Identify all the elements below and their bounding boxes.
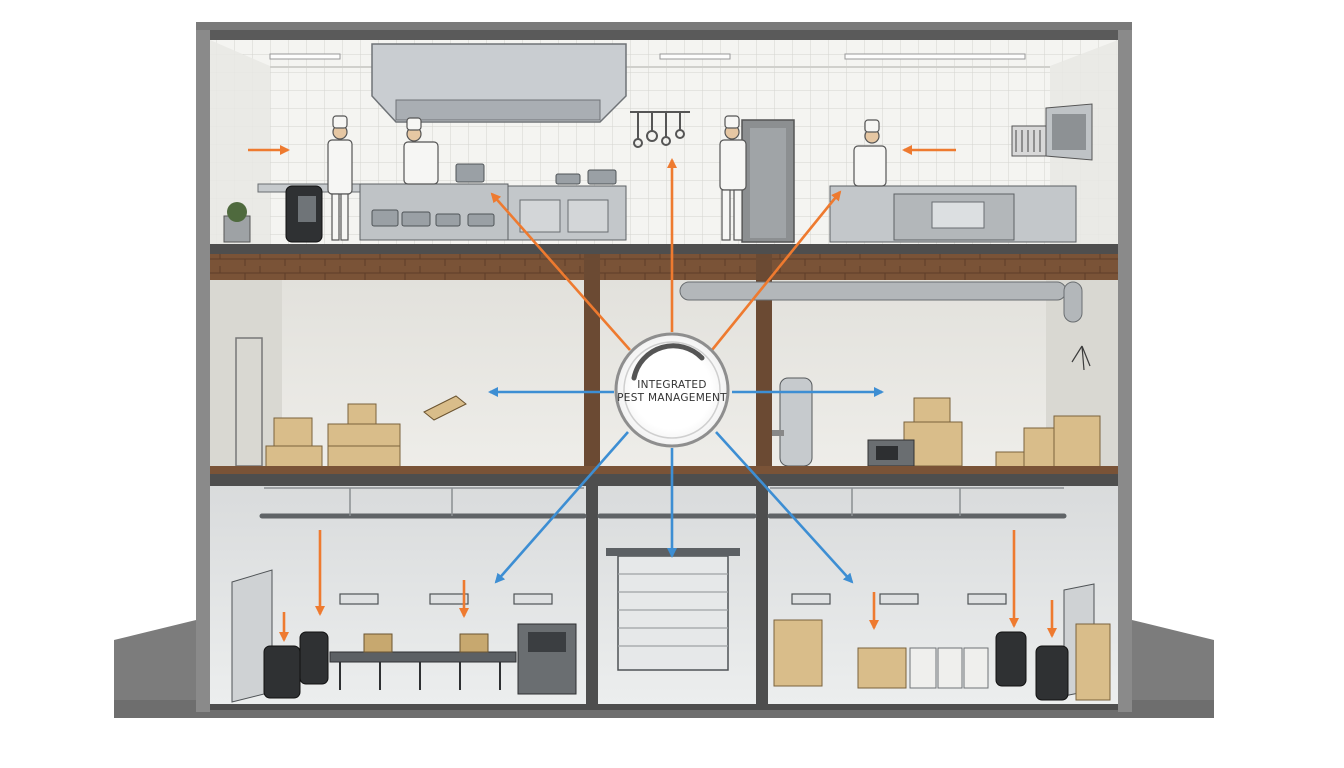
bait-station-icon (285, 185, 323, 243)
chef-icon (719, 115, 747, 241)
conveyor-icon (329, 633, 517, 690)
utensil-rack-icon (630, 111, 690, 148)
pallet-icon (909, 647, 989, 689)
roll-up-door-icon (606, 548, 740, 671)
pallet-icon (773, 619, 1111, 701)
chef-icon (403, 117, 439, 185)
hub-title-line2: PEST MANAGEMENT (617, 392, 727, 404)
ipm-hub-badge: INTEGRATED PEST MANAGEMENT (614, 332, 730, 448)
base-slab (210, 704, 1118, 710)
water-heater-icon (772, 377, 813, 467)
box-icon (265, 403, 401, 469)
monitor-device-icon (867, 439, 915, 467)
range-hood-icon (371, 43, 627, 123)
blue-arrow-warehouse-right (715, 431, 854, 584)
pest-pathways (248, 145, 1057, 642)
vent-grille-icon (339, 593, 1007, 605)
floor-slab-lower (210, 466, 1118, 486)
pipe-hanger-icon (264, 487, 1064, 516)
plant-icon (223, 202, 251, 243)
hub-progress-arc (631, 343, 705, 381)
bait-station-icon (263, 631, 1069, 701)
cooking-pot-icon (371, 163, 617, 227)
box-icon (903, 397, 1101, 469)
kitchen-door-icon (741, 119, 795, 243)
hub-title-line1: INTEGRATED (637, 379, 707, 391)
warehouse-floor (210, 486, 1118, 706)
orange-arrow-kitchen-left (490, 192, 631, 351)
wall-vent-icon (1011, 103, 1093, 161)
orange-arrow-kitchen-right (710, 190, 842, 351)
snap-trap-icon (423, 395, 467, 421)
floor-slab-upper (210, 244, 1118, 280)
blue-arrow-warehouse-left (494, 431, 629, 584)
duct-icon (679, 281, 1091, 371)
packing-machine-icon (517, 623, 577, 695)
chef-icon (853, 119, 887, 187)
kitchen-floor (210, 40, 1118, 244)
chef-icon (327, 115, 353, 241)
building-shell (196, 22, 1132, 712)
